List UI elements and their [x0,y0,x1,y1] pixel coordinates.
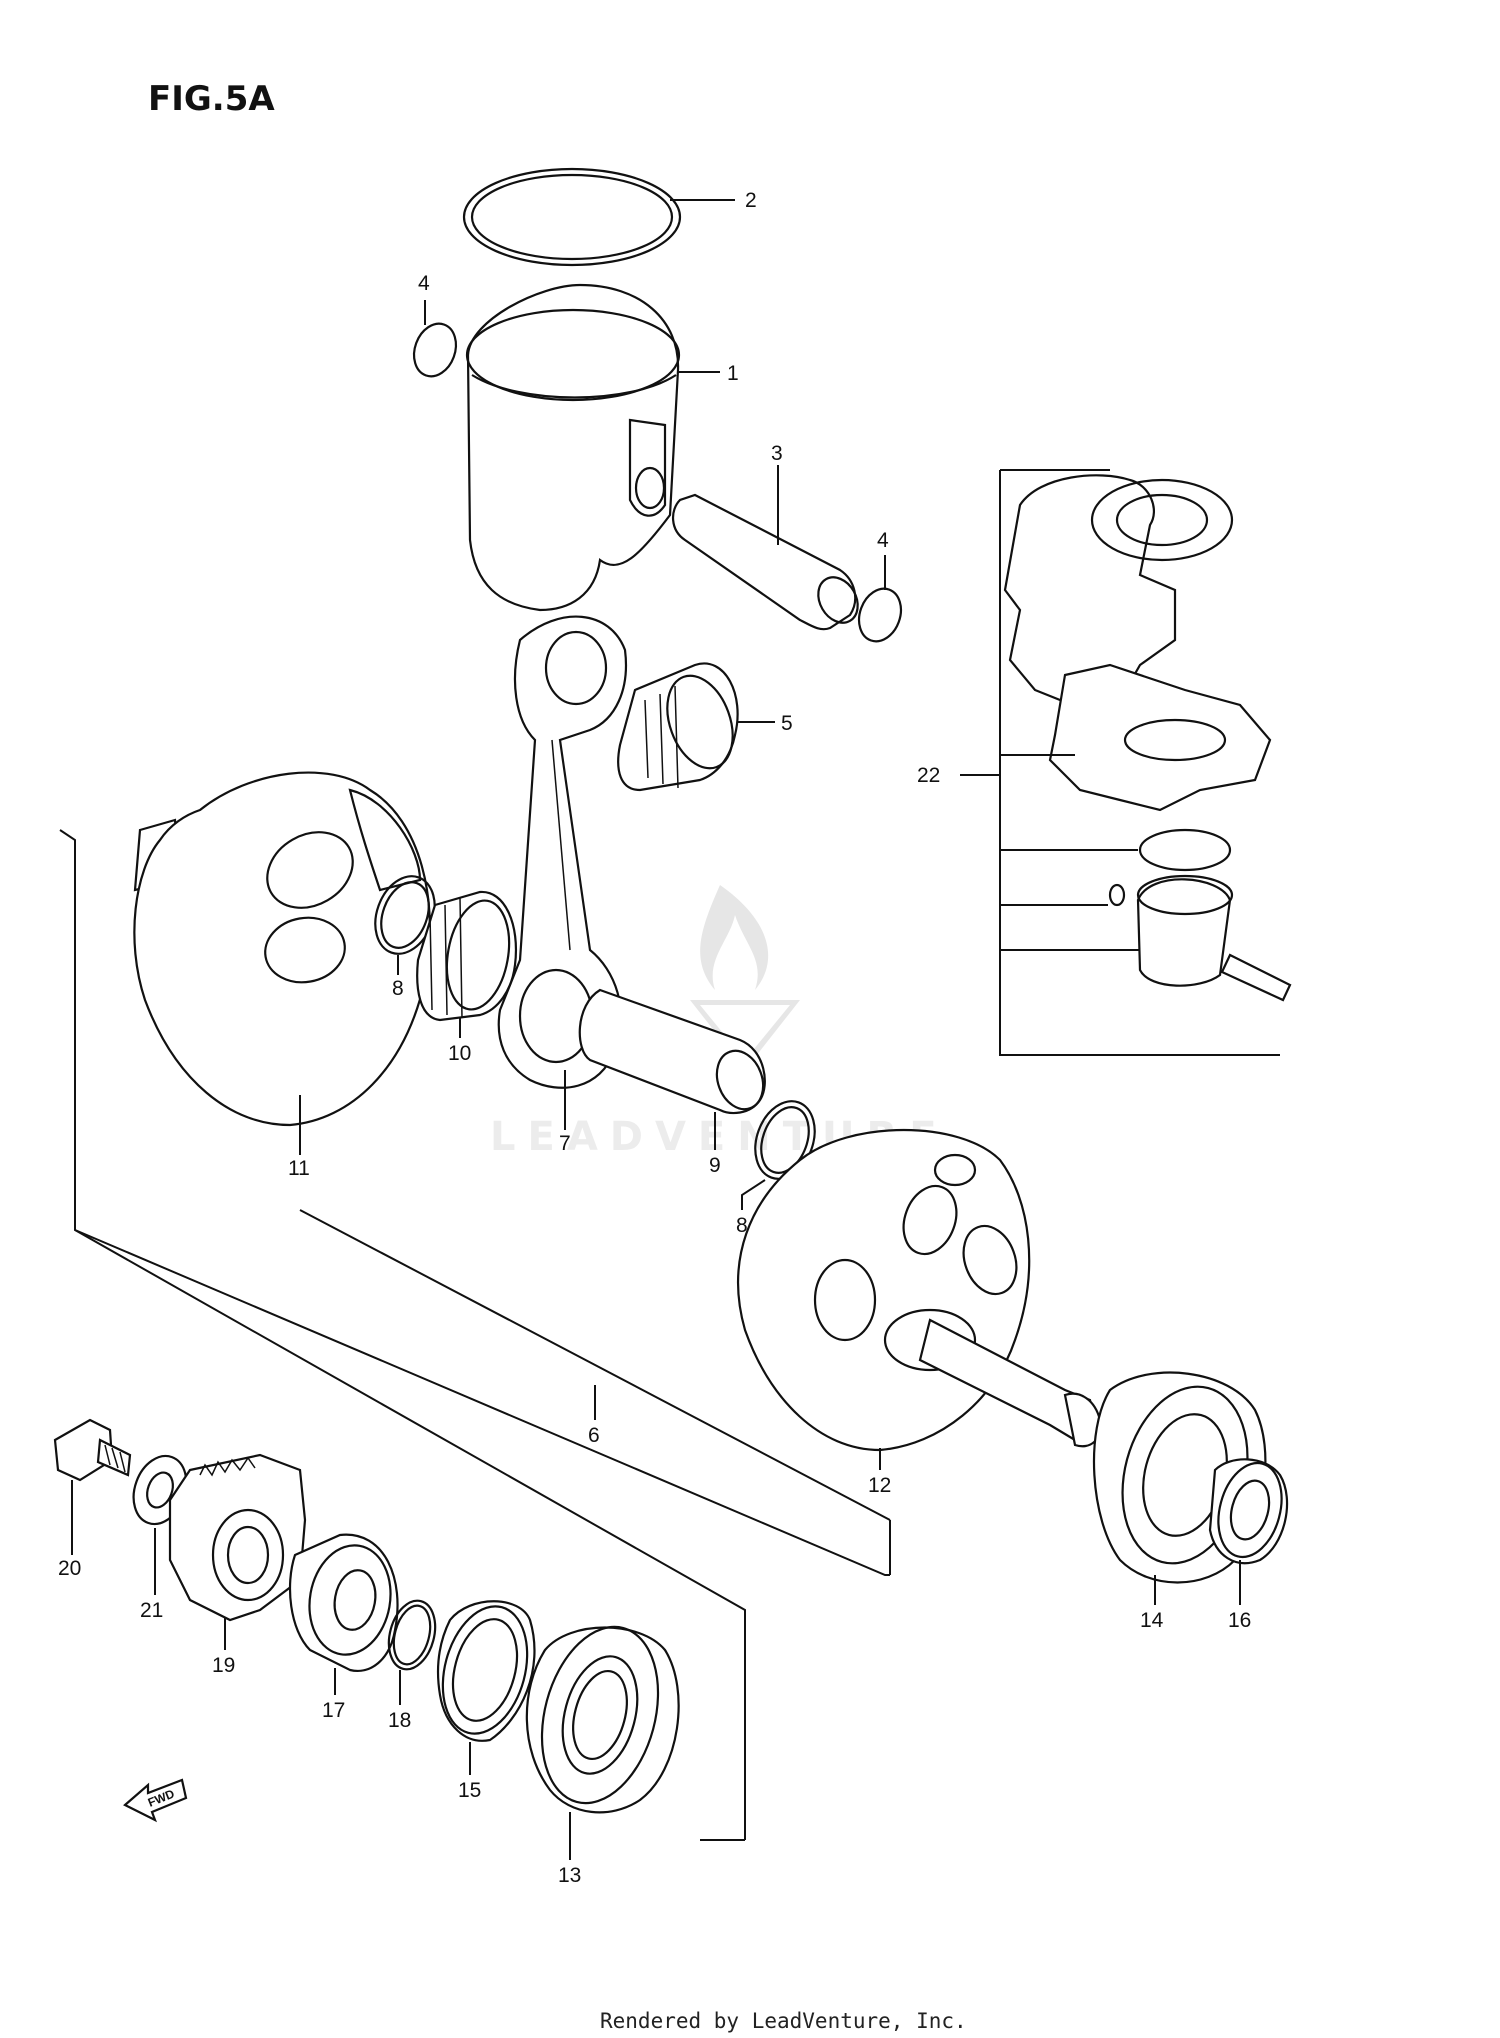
callout-16: 16 [1228,1609,1251,1632]
callout-4a: 4 [418,272,430,295]
callout-11: 11 [288,1157,310,1180]
callout-4b: 4 [877,529,889,552]
callout-18: 18 [388,1709,411,1732]
callout-6: 6 [588,1424,600,1447]
crank-bearing-left-part[interactable] [524,1614,680,1816]
big-end-bearing-part[interactable] [416,890,517,1022]
callout-12: 12 [868,1474,891,1497]
oil-seal-left-part[interactable] [430,1597,541,1743]
piston-pin-clip-left-part[interactable] [407,318,463,382]
callout-7: 7 [559,1132,571,1155]
kit-bracket [999,470,1280,1056]
primary-drive-gear-part[interactable] [168,1453,307,1622]
crank-pin-part[interactable] [578,988,771,1116]
callout-10: 10 [448,1042,471,1065]
callout-19: 19 [212,1654,235,1677]
crank-spacer-part[interactable] [288,1533,399,1673]
callout-9: 9 [709,1154,721,1177]
crank-bolt-part[interactable] [53,1418,132,1482]
fwd-arrow-icon [123,1778,188,1823]
callout-13: 13 [558,1864,581,1887]
callout-8b: 8 [736,1214,748,1237]
callout-8a: 8 [392,977,404,1000]
callout-22: 22 [917,764,940,787]
footer-credit: Rendered by LeadVenture, Inc. [600,2009,967,2033]
callout-2: 2 [745,189,757,212]
callout-21: 21 [140,1599,163,1622]
callout-20: 20 [58,1557,81,1580]
crank-half-right-part[interactable] [737,1128,1102,1452]
piston-ring-part[interactable] [462,167,682,267]
callout-5: 5 [781,712,793,735]
piston-part[interactable] [465,283,681,612]
callout-1: 1 [727,362,739,385]
piston-pin-clip-right-part[interactable] [852,583,908,647]
bracket-6-inner [299,1209,891,1521]
small-end-bearing-part[interactable] [617,662,744,792]
oil-seal-right-part[interactable] [1208,1456,1292,1565]
callout-3: 3 [771,442,783,465]
thrust-washer-right-part[interactable] [745,1093,825,1187]
crank-half-left-part[interactable] [133,771,431,1127]
bracket-13 [74,1229,746,1840]
o-ring-part[interactable] [382,1595,443,1674]
callout-14: 14 [1140,1609,1164,1632]
leader-line-8b [741,1179,766,1210]
figure-title: FIG.5A [148,79,275,119]
cylinder-kit-part[interactable] [1003,474,1292,1002]
watermark-logo [690,885,800,1070]
callout-17: 17 [322,1699,345,1722]
piston-pin-part[interactable] [672,493,866,631]
callout-15: 15 [458,1779,481,1802]
